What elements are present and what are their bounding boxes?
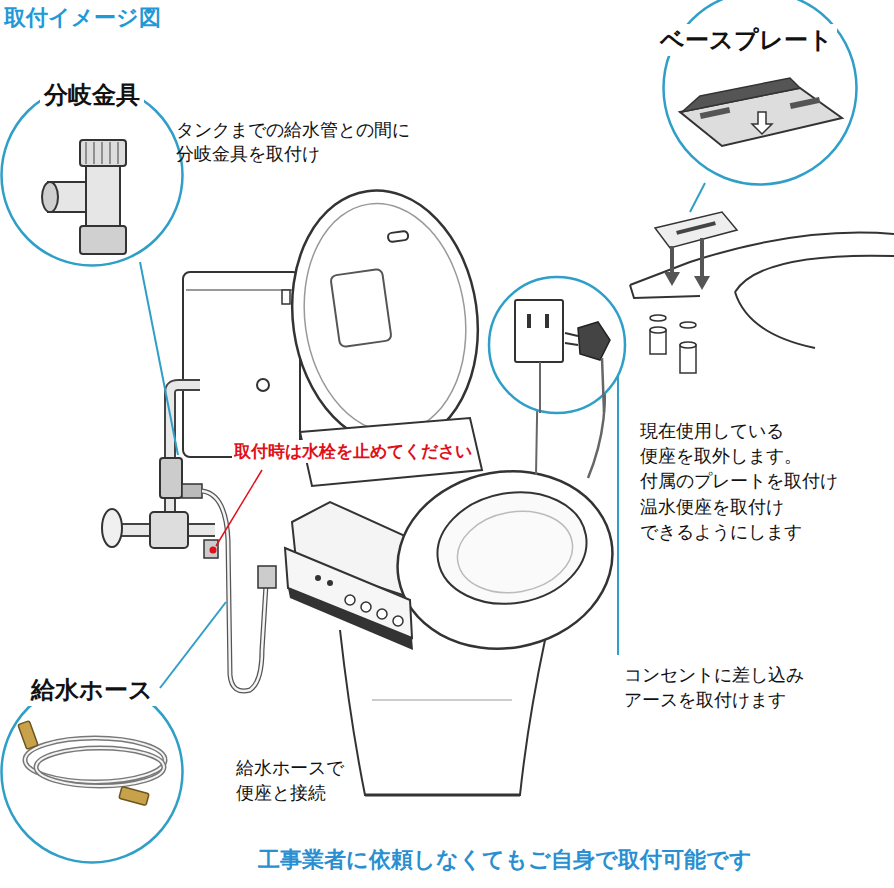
circle-outline bbox=[0, 680, 184, 864]
circle-border bbox=[2, 682, 183, 863]
circle-border bbox=[2, 85, 183, 266]
callout-heading: 分岐金具 bbox=[40, 79, 144, 111]
warning-text: 取付時は水栓を止めてください bbox=[232, 440, 474, 463]
diagram-title: 取付イメージ図 bbox=[4, 3, 161, 33]
footer-text: 工事業者に依頼しなくてもご自身で取付可能です bbox=[258, 845, 752, 875]
note-text: コンセントに差し込み アースを取付けます bbox=[624, 662, 804, 712]
callout-heading: 給水ホース bbox=[27, 674, 157, 706]
note-text: 現在使用している 便座を取外します。 付属のプレートを取付け 温水便座を取付け … bbox=[640, 418, 838, 544]
callout-circle: 給水ホース bbox=[0, 680, 184, 864]
callout-circle: 分岐金具 bbox=[0, 83, 184, 267]
note-text: 給水ホースで 便座と接続 bbox=[236, 755, 344, 805]
callout-heading: ベースプレート bbox=[656, 24, 837, 56]
callout-circle: ベースプレート bbox=[662, 0, 858, 186]
note-text: タンクまでの給水管との間に 分岐金具を取付け bbox=[176, 118, 410, 167]
